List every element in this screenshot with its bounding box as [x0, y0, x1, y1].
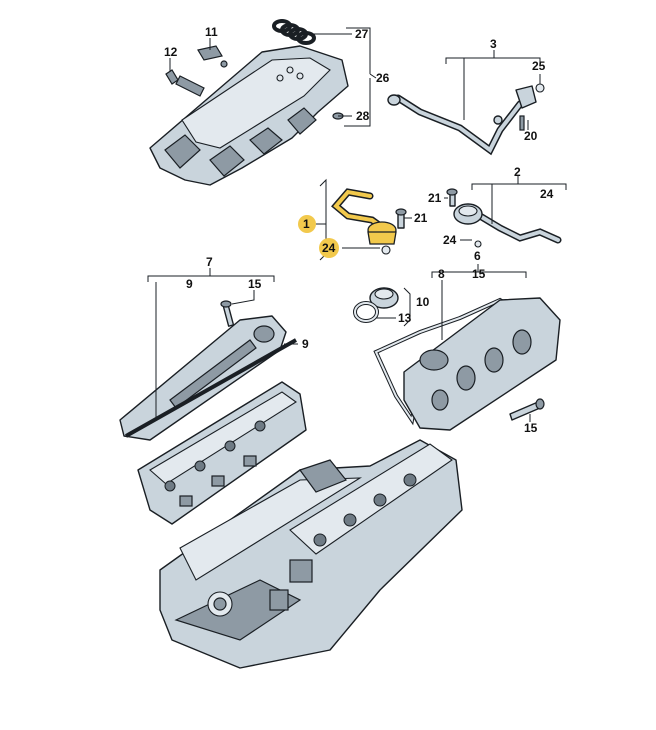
cylinder-head-left[interactable] — [137, 381, 307, 525]
bolt-15-c[interactable] — [509, 398, 545, 421]
callout-26: 26 — [376, 71, 390, 85]
callout-15-b: 15 — [472, 267, 486, 281]
callout-2: 2 — [514, 165, 521, 179]
callout-11: 11 — [205, 25, 218, 39]
callout-24-highlight — [319, 238, 339, 258]
callout-8: 8 — [438, 267, 445, 281]
callout-25: 25 — [532, 59, 546, 73]
emblem-12[interactable] — [165, 69, 205, 97]
valve-cover-6[interactable] — [403, 297, 561, 431]
pcv-valve-2[interactable] — [453, 203, 562, 248]
callout-1-highlight — [298, 215, 316, 233]
callout-24-c: 24 — [540, 187, 554, 201]
cover-gasket-9[interactable] — [125, 338, 297, 438]
bolt-15-a[interactable] — [220, 300, 235, 327]
bolt-21-b[interactable] — [446, 188, 458, 207]
callout-15-c: 15 — [524, 421, 538, 435]
callout-1: 1 — [303, 217, 310, 231]
breather-hose-3[interactable] — [387, 83, 545, 156]
callout-3: 3 — [490, 37, 497, 51]
callout-9-a: 9 — [186, 277, 193, 291]
callout-24-a: 24 — [322, 241, 336, 255]
callout-13: 13 — [398, 311, 412, 325]
bolt-21-a[interactable] — [395, 208, 407, 229]
oil-filler-cap-10[interactable] — [369, 287, 399, 309]
callout-7: 7 — [206, 255, 213, 269]
callout-12: 12 — [164, 45, 178, 59]
callout-27: 27 — [355, 27, 369, 41]
callout-labels: 11 12 27 26 28 3 25 20 2 24 21 24 1 24 2… — [164, 25, 554, 435]
callout-20: 20 — [524, 129, 538, 143]
callout-15-a: 15 — [248, 277, 262, 291]
callout-28: 28 — [356, 109, 370, 123]
engine-block[interactable] — [159, 439, 463, 669]
emblem-11[interactable] — [197, 45, 228, 68]
callout-24-b: 24 — [443, 233, 457, 247]
callout-9-b: 9 — [302, 337, 309, 351]
valve-cover-7[interactable] — [119, 315, 287, 441]
leader-lines — [147, 27, 567, 422]
engine-cover[interactable] — [149, 45, 349, 186]
callout-10: 10 — [416, 295, 430, 309]
pcv-pipe-1[interactable] — [331, 188, 397, 255]
rings-27[interactable] — [272, 19, 316, 45]
callout-21-a: 21 — [414, 211, 428, 225]
seal-13[interactable] — [353, 301, 379, 323]
callout-6: 6 — [474, 249, 481, 263]
callout-21-b: 21 — [428, 191, 442, 205]
